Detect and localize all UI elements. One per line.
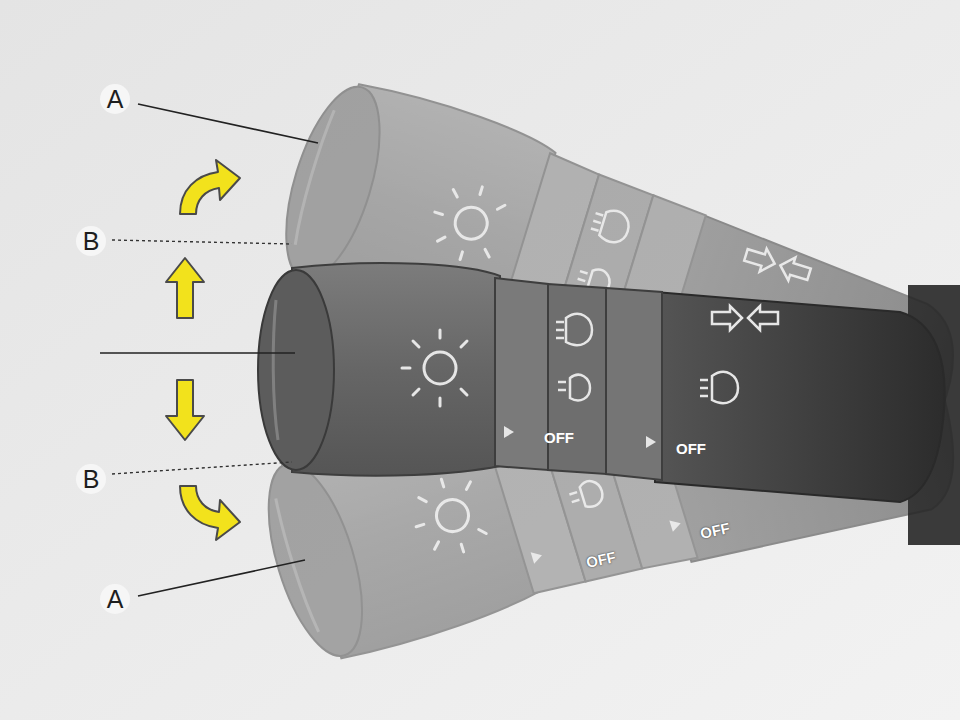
switch-position-label: OFF xyxy=(676,441,706,456)
callout-letter: A xyxy=(100,584,130,614)
callout-letter: A xyxy=(100,84,130,114)
callout-letter: B xyxy=(76,226,106,256)
switch-position-label: OFF xyxy=(544,430,574,445)
callout-letter: B xyxy=(76,464,106,494)
